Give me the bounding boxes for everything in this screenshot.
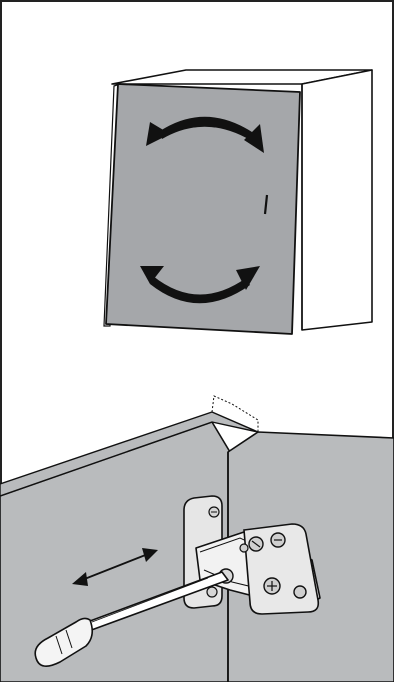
hinge-plate-screw-bottom: [207, 587, 217, 597]
cabinet-side-face: [302, 70, 372, 330]
step-1-panel: [104, 70, 372, 334]
